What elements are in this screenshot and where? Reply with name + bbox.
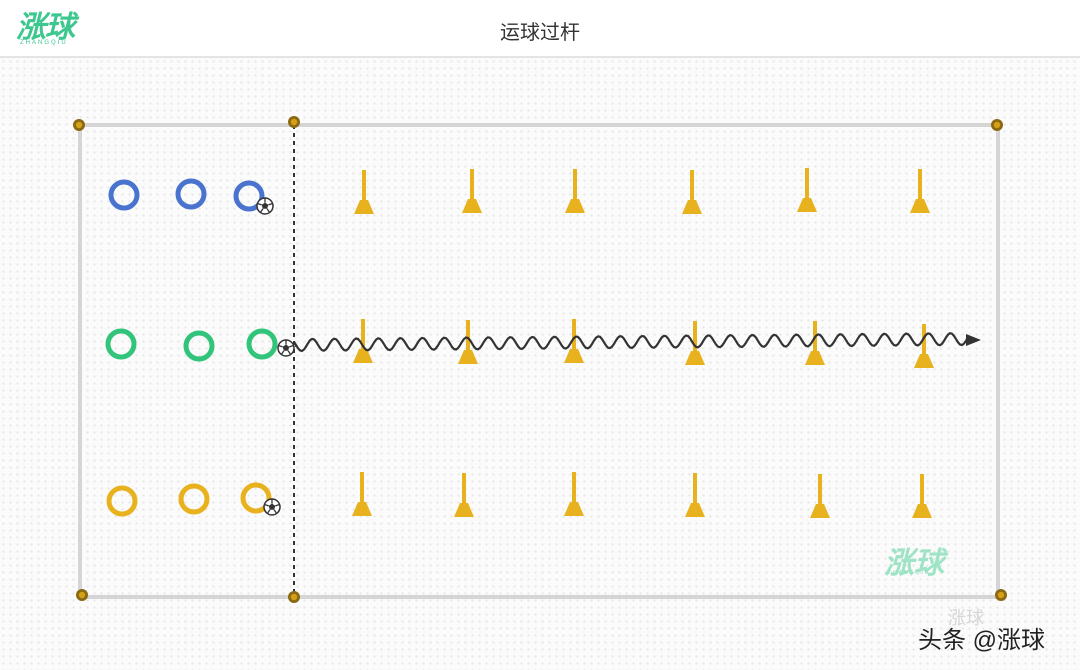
soccer-ball-icon[interactable]: [263, 498, 281, 516]
cone-icon[interactable]: [353, 319, 373, 363]
cone-icon[interactable]: [797, 168, 817, 212]
watermark-logo: 涨球: [884, 547, 944, 580]
player-marker-blue[interactable]: [175, 178, 207, 210]
player-marker-yellow[interactable]: [178, 483, 210, 515]
footer-credit[interactable]: 头条 @涨球: [918, 627, 1046, 654]
corner-marker: [288, 591, 300, 603]
cone-icon[interactable]: [564, 472, 584, 516]
player-marker-green[interactable]: [246, 328, 278, 360]
diagram-title: 运球过杆: [500, 22, 580, 44]
cone-icon[interactable]: [565, 169, 585, 213]
soccer-ball-icon[interactable]: [256, 197, 274, 215]
drill-board: [0, 58, 1080, 670]
cone-icon[interactable]: [805, 321, 825, 365]
brand-logo[interactable]: 涨球: [16, 11, 75, 44]
brand-logo-sub: ZHANGQIU: [20, 40, 68, 46]
corner-marker: [73, 119, 85, 131]
cone-icon[interactable]: [682, 170, 702, 214]
cone-icon[interactable]: [462, 169, 482, 213]
arrow-head-icon: [966, 334, 981, 346]
watermark-logo-sub: ZHANGQIU: [888, 570, 931, 576]
cone-icon[interactable]: [810, 474, 830, 518]
player-marker-blue[interactable]: [233, 180, 265, 212]
cone-icon[interactable]: [454, 473, 474, 517]
player-marker-green[interactable]: [105, 328, 137, 360]
corner-marker: [995, 589, 1007, 601]
footer-ghost-text: 涨球: [948, 608, 984, 628]
corner-marker: [288, 116, 300, 128]
player-marker-blue[interactable]: [108, 179, 140, 211]
corner-marker: [76, 589, 88, 601]
cone-icon[interactable]: [912, 474, 932, 518]
soccer-ball-icon[interactable]: [277, 339, 295, 357]
player-marker-green[interactable]: [183, 330, 215, 362]
field-boundary: [78, 123, 1000, 599]
cone-icon[interactable]: [352, 472, 372, 516]
player-marker-yellow[interactable]: [106, 485, 138, 517]
player-marker-yellow[interactable]: [240, 482, 272, 514]
cone-icon[interactable]: [910, 169, 930, 213]
corner-marker: [991, 119, 1003, 131]
cone-icon[interactable]: [354, 170, 374, 214]
cone-icon[interactable]: [685, 473, 705, 517]
header-bar: 涨球 ZHANGQIU 运球过杆: [0, 0, 1080, 58]
dribble-path: [294, 332, 970, 353]
